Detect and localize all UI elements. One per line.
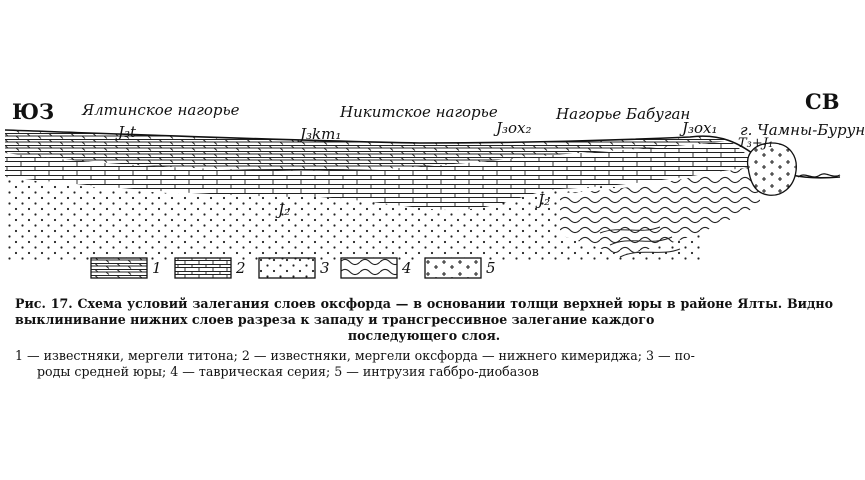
stratum-taurian-series xyxy=(560,165,760,255)
place-babugan-plateau: Нагорье Бабуган xyxy=(556,105,691,123)
gabbro-intrusion xyxy=(746,142,797,196)
legend-swatch-2 xyxy=(174,257,232,279)
legend-explanation-line-1: 1 — известняки, мергели титона; 2 — изве… xyxy=(15,348,695,363)
section-drawing xyxy=(4,129,841,260)
legend-swatch-5 xyxy=(424,257,482,279)
legend-number-1: 1 xyxy=(152,259,162,277)
legend-swatch-4 xyxy=(340,257,398,279)
place-chamny-burun: г. Чамны-Бурун xyxy=(740,121,865,139)
caption-main-ending: последующего слоя. xyxy=(347,328,501,343)
legend-explanation-line-2: роды средней юры; 4 — таврическая серия;… xyxy=(37,364,539,379)
stratum-tithonian-marl xyxy=(5,130,730,171)
place-nikita-plateau: Никитское нагорье xyxy=(340,103,498,121)
legend-number-5: 5 xyxy=(486,259,496,277)
label-j3t: J₃t xyxy=(118,123,137,141)
stratum-middle-jurassic xyxy=(5,177,700,260)
legend-number-4: 4 xyxy=(402,259,412,277)
legend-swatch-3 xyxy=(258,257,316,279)
label-j3ox2: J₃ox₂ xyxy=(496,119,532,137)
label-j3ox1: J₃ox₁ xyxy=(682,119,718,137)
label-t3j1: T₃+J₁ xyxy=(738,136,774,151)
geological-cross-section: ЮЗ СВ Ялтинское нагорье Никитское нагорь… xyxy=(0,85,865,290)
figure-caption: Рис. 17. Схема условий залегания слоев о… xyxy=(15,296,833,344)
direction-northeast: СВ xyxy=(805,89,840,114)
fold-lines xyxy=(599,226,681,258)
label-j3km1: J₃km₁ xyxy=(300,125,342,143)
place-yalta-plateau: Ялтинское нагорье xyxy=(82,101,240,119)
label-j2-left: J₂ xyxy=(278,201,291,219)
caption-main-text: Рис. 17. Схема условий залегания слоев о… xyxy=(15,296,833,327)
legend-number-2: 2 xyxy=(236,259,246,277)
direction-southwest: ЮЗ xyxy=(12,99,55,124)
label-j2-right: J₂ xyxy=(538,191,551,209)
stratum-oxfordian-limestone xyxy=(5,141,760,210)
legend-number-3: 3 xyxy=(320,259,330,277)
legend-swatch-1 xyxy=(90,257,148,279)
legend-explanation: 1 — известняки, мергели титона; 2 — изве… xyxy=(15,348,833,380)
taurian-edge-folds xyxy=(797,173,841,178)
